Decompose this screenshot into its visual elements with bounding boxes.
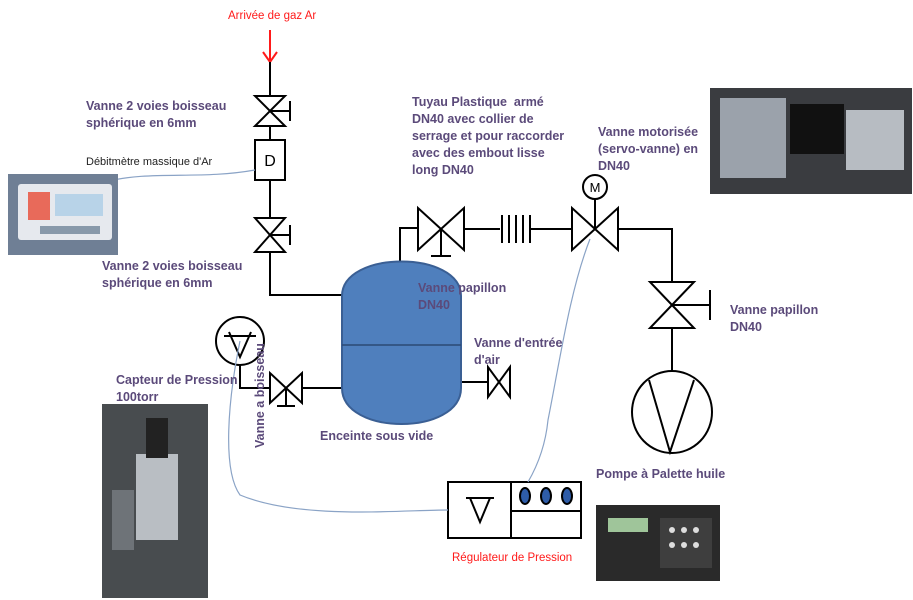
butterfly-valve-left-symbol xyxy=(417,205,465,257)
flowmeter-letter: D xyxy=(264,153,276,170)
motor-valve-label: Vanne motorisée (servo-vanne) en DN40 xyxy=(598,125,699,173)
motor-letter: M xyxy=(590,180,601,195)
valve-lower-label: Vanne 2 voies boisseau sphérique en 6mm xyxy=(102,259,243,290)
pressure-regulator-symbol xyxy=(447,481,582,539)
butterfly-valve-right-symbol xyxy=(647,281,711,329)
gas-inlet-label: Arrivée de gaz Ar xyxy=(228,10,317,22)
hose-symbol xyxy=(501,215,531,243)
ball-valve-label: Vanne a boisseau xyxy=(253,343,267,448)
hose-label: Tuyau Plastique armé DN40 avec collier d… xyxy=(412,95,565,177)
valve-top-symbol xyxy=(252,95,291,127)
flowmeter-photo xyxy=(8,174,118,255)
regulator-photo xyxy=(596,505,720,581)
pressure-sensor-photo xyxy=(102,404,208,598)
ball-valve-symbol xyxy=(269,370,303,407)
flowmeter-label: Débitmètre massique d'Ar xyxy=(86,156,213,168)
gas-inlet-arrow xyxy=(262,30,278,64)
regulator-label: Régulateur de Pression xyxy=(452,552,573,564)
chamber-label: Enceinte sous vide xyxy=(320,429,434,443)
butterfly-right-label: Vanne papillon DN40 xyxy=(730,303,819,334)
pressure-sensor-symbol xyxy=(215,316,265,366)
signal-wires xyxy=(104,169,591,513)
pump-symbol xyxy=(631,370,713,456)
air-inlet-valve-symbol xyxy=(487,363,511,401)
vacuum-chamber xyxy=(341,260,462,425)
pump-label: Pompe à Palette huile xyxy=(596,467,726,481)
valve-top-label: Vanne 2 voies boisseau sphérique en 6mm xyxy=(86,99,227,130)
butterfly-left-label: Vanne papillon DN40 xyxy=(418,281,507,312)
pressure-sensor-label: Capteur de Pression 100torr xyxy=(116,373,238,404)
motor-valve-photo xyxy=(710,88,912,194)
air-inlet-label: Vanne d'entrée d'air xyxy=(474,336,563,367)
valve-lower-symbol xyxy=(252,217,291,253)
